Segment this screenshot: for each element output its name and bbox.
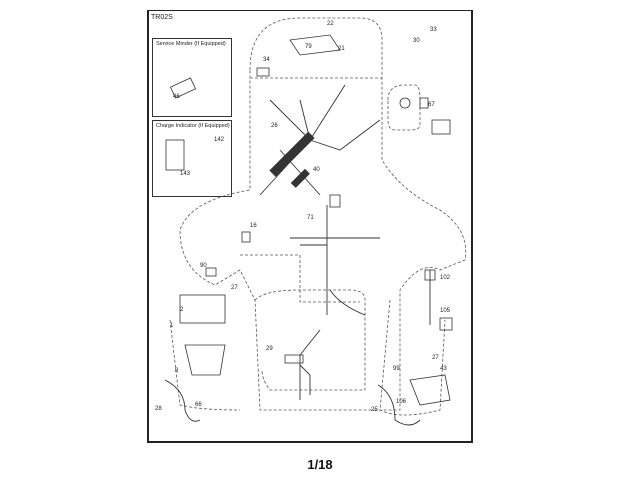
part-33	[419, 97, 429, 109]
part-105	[439, 317, 453, 331]
callout-26: 26	[271, 123, 278, 129]
part-22	[289, 34, 341, 56]
callout-33: 33	[430, 27, 437, 33]
callout-27-solenoid: 27	[432, 355, 439, 361]
callout-21: 21	[338, 46, 345, 52]
part-29	[284, 354, 304, 364]
charge-indicator-title: Charge Indicator (If Equipped)	[156, 123, 230, 129]
callout-2: 2	[180, 307, 184, 313]
callout-43: 43	[440, 366, 447, 372]
charge-indicator-gauge	[165, 139, 185, 171]
callout-16: 16	[250, 223, 257, 229]
callout-143: 143	[180, 171, 191, 177]
part-67	[431, 119, 451, 135]
part-16	[241, 231, 251, 243]
callout-79: 79	[305, 44, 312, 50]
service-minder-title: Service Minder (If Equipped)	[156, 41, 226, 47]
page-number: 1/18	[307, 457, 333, 472]
part-102	[424, 269, 436, 281]
callout-40: 40	[313, 167, 320, 173]
battery	[179, 294, 226, 324]
battery-tray	[184, 344, 226, 376]
diagram-frame	[147, 10, 473, 443]
callout-29: 29	[266, 346, 273, 352]
starter-solenoid	[409, 374, 451, 406]
callout-28: 28	[155, 406, 162, 412]
harness-bundle	[269, 131, 315, 188]
callout-105: 105	[440, 308, 451, 314]
callout-102: 102	[440, 275, 451, 281]
callout-1: 1	[170, 323, 174, 329]
callout-46: 46	[173, 94, 180, 100]
callout-67: 67	[428, 102, 435, 108]
callout-66: 66	[195, 402, 202, 408]
part-34	[256, 67, 270, 77]
connector-71	[329, 194, 341, 208]
callout-34: 34	[263, 57, 270, 63]
key-switch	[399, 97, 411, 109]
part-90	[205, 267, 217, 277]
callout-8: 8	[175, 368, 179, 374]
charge-indicator-inset: Charge Indicator (If Equipped)	[152, 120, 232, 197]
tractor-outline	[169, 17, 467, 416]
callout-71: 71	[307, 215, 314, 221]
components	[165, 34, 453, 406]
service-minder-unit	[169, 77, 197, 99]
callout-90: 90	[200, 263, 207, 269]
callouts: 22 79 21 34 30 33 67 26 40 16 71 90 27 2…	[155, 21, 451, 413]
callout-27-battery: 27	[231, 285, 238, 291]
wire-harness	[164, 84, 431, 426]
callout-99: 99	[393, 366, 400, 372]
callout-22: 22	[327, 21, 334, 27]
callout-106: 106	[396, 399, 407, 405]
service-minder-inset: Service Minder (If Equipped)	[152, 38, 232, 117]
diagram-code: TR02S	[151, 14, 173, 21]
callout-142: 142	[214, 137, 225, 143]
callout-25: 25	[371, 407, 378, 413]
callout-30: 30	[413, 38, 420, 44]
